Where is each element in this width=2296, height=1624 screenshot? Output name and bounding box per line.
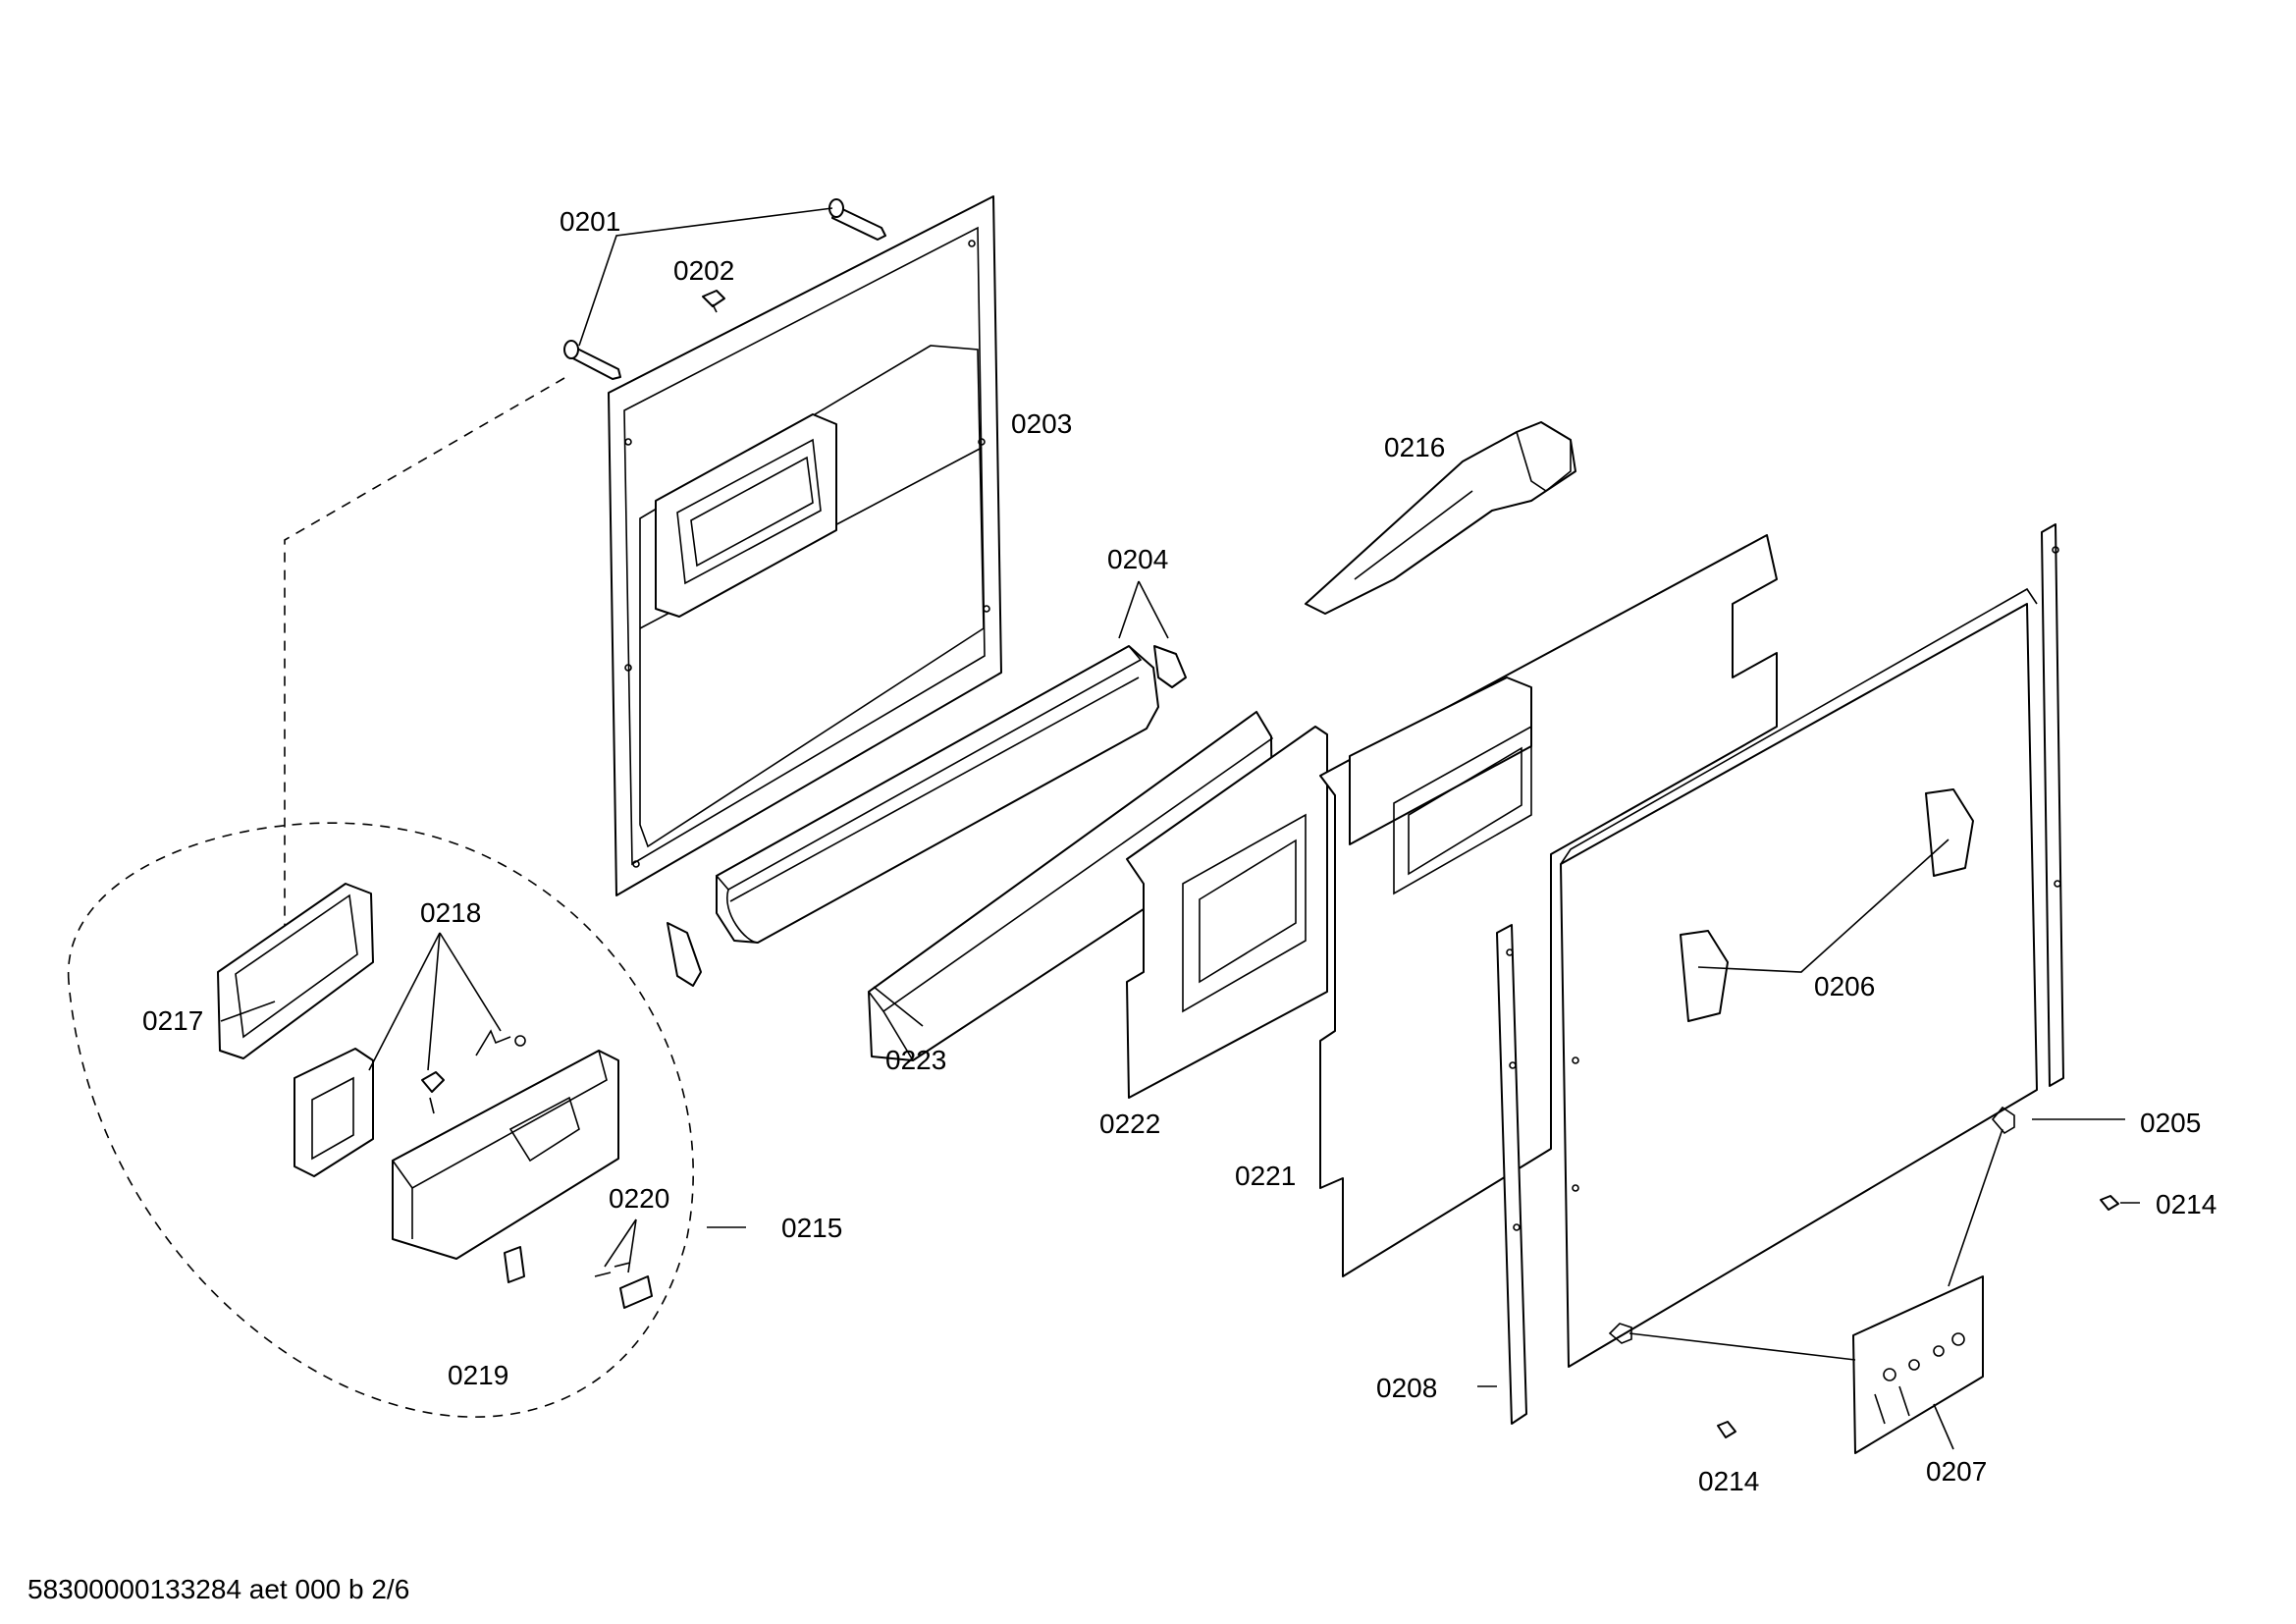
callout-0208: 0208 (1376, 1373, 1437, 1403)
leader-lines (220, 207, 2140, 1450)
callout-0223: 0223 (885, 1045, 946, 1075)
dispenser-reference-line (284, 377, 565, 982)
inner-panel-0221-part (1319, 534, 1778, 1277)
callout-0207: 0207 (1926, 1456, 1987, 1487)
dispenser-cap-0219-part (504, 1246, 525, 1283)
fastener-0202 (702, 290, 725, 313)
callout-0217: 0217 (142, 1005, 203, 1036)
side-strip-right-part (2041, 523, 2064, 1087)
detergent-dispenser-group-outline (68, 822, 694, 1418)
callout-0218: 0218 (420, 897, 481, 928)
callout-0202: 0202 (673, 255, 734, 286)
screw-0214-bottom (1717, 1421, 1736, 1438)
callout-0201: 0201 (560, 206, 620, 237)
callout-0219: 0219 (448, 1360, 508, 1390)
dispenser-seal-part (217, 883, 374, 1059)
side-strip-0208-part (1496, 924, 1527, 1425)
inner-door-frame-part (608, 195, 1002, 896)
callout-0203: 0203 (1011, 408, 1072, 439)
callout-0221: 0221 (1235, 1161, 1296, 1191)
dispenser-lid-part (294, 1048, 374, 1177)
latch-spring-part (421, 1029, 526, 1114)
door-trim-strip-part (667, 644, 1187, 987)
outer-door-panel-part (1560, 587, 2038, 1368)
hardware-bag-part (1852, 1275, 1984, 1454)
callout-0216: 0216 (1384, 432, 1445, 462)
dispenser-housing-part (391, 1049, 619, 1260)
screw-0201-top (828, 198, 886, 241)
callout-0205: 0205 (2140, 1108, 2201, 1138)
callout-0204: 0204 (1107, 544, 1168, 574)
insulation-panel-0222-part (1126, 726, 1328, 1099)
callout-0214-right: 0214 (2156, 1189, 2216, 1219)
callout-0222: 0222 (1099, 1109, 1160, 1139)
document-footer-id: 58300000133284 aet 000 b 2/6 (27, 1574, 409, 1604)
callout-0206: 0206 (1814, 971, 1875, 1001)
callout-0220: 0220 (609, 1183, 669, 1214)
screw-0201-left (563, 340, 621, 380)
hinge-bracket-part (1305, 421, 1576, 615)
screw-0214-right (2100, 1195, 2119, 1211)
dispenser-switch-0220-part (594, 1262, 653, 1309)
callout-0214-bottom: 0214 (1698, 1466, 1759, 1496)
callout-0215: 0215 (781, 1213, 842, 1243)
